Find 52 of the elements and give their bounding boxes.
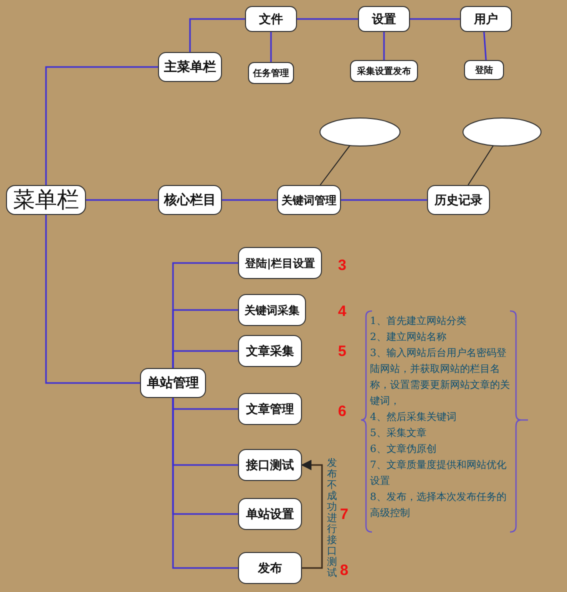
menu-box: 关键词管理: [277, 185, 341, 215]
note-text: 3、输入网站后台用户名密码登陆网站，并获取网站的栏目名称，设置需要更新网站文章的关键词，: [370, 346, 511, 409]
step-number: 6: [338, 403, 346, 420]
connector-line: [189, 18, 245, 52]
menu-box: 文章采集: [238, 335, 302, 367]
step-number: 7: [340, 506, 348, 523]
menu-box: 主菜单栏: [158, 52, 222, 82]
note-text: 4、然后采集关键词: [370, 410, 458, 425]
connector-line: [222, 199, 277, 201]
speech-bubble-ellipse: [463, 118, 541, 146]
menu-box: 文章管理: [238, 393, 302, 425]
menu-box: 单站管理: [140, 368, 206, 398]
connector-line: [483, 32, 487, 60]
note-text: 1、首先建立网站分类: [370, 314, 468, 329]
connector-line: [45, 66, 158, 185]
menu-box: 采集设置发布: [350, 60, 418, 82]
connector-line: [86, 199, 158, 201]
menu-box: 发布: [238, 552, 302, 584]
note-text: 5、采集文章: [370, 426, 428, 441]
connector-line: [45, 215, 140, 384]
menu-box: 文件: [245, 6, 297, 32]
menu-box: 历史记录: [427, 185, 490, 215]
menu-box: 任务管理: [248, 62, 294, 84]
note-text: 6、文章伪原创: [370, 442, 438, 457]
connector-line: [410, 18, 460, 20]
connector-line: [320, 145, 350, 186]
menu-box: 设置: [358, 6, 410, 32]
menu-box: 用户: [460, 6, 512, 32]
step-number: 5: [338, 343, 346, 360]
menu-box: 登陆|栏目设置: [238, 247, 322, 279]
menu-box: 接口测试: [238, 449, 302, 481]
connector-line: [468, 145, 494, 186]
step-number: 4: [338, 303, 346, 320]
menu-box: 菜单栏: [6, 185, 86, 215]
menu-box: 单站设置: [238, 498, 302, 530]
note-text: 8、发布，选择本次发布任务的高级控制: [370, 490, 508, 521]
edge-label: 发布不成功进行接口测试: [327, 458, 337, 579]
note-text: 7、文章质量度提供和网站优化设置: [370, 458, 508, 489]
step-number: 3: [338, 257, 346, 274]
connector-line: [270, 32, 272, 62]
menu-box: 核心栏目: [158, 185, 222, 215]
menu-box: 登陆: [464, 60, 504, 80]
menu-box: 关键词采集: [238, 294, 306, 326]
connector-line: [172, 398, 238, 569]
note-text: 2、建立网站名称: [370, 330, 448, 345]
connector-line: [297, 18, 358, 20]
connector-line: [341, 199, 427, 201]
step-number: 8: [340, 562, 348, 579]
connector-line: [172, 350, 238, 368]
connector-line: [383, 32, 385, 60]
arrow: [300, 460, 323, 569]
speech-bubble-ellipse: [320, 118, 400, 146]
